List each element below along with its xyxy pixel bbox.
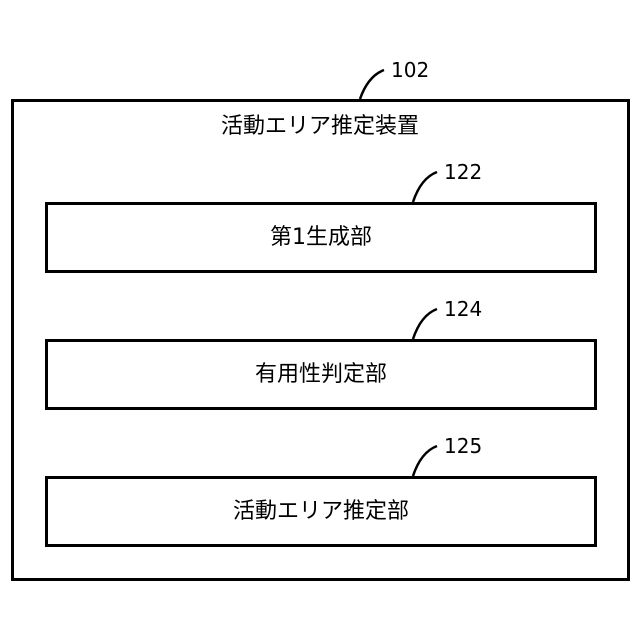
device-ref-number: 102 [391, 60, 429, 80]
first-generation-unit-box: 第1生成部 [45, 202, 597, 273]
activity-area-estimation-unit-label: 活動エリア推定部 [233, 499, 409, 525]
unit-ref-number-124: 124 [444, 299, 482, 319]
usefulness-determination-unit-label: 有用性判定部 [255, 362, 387, 388]
unit-ref-number-122: 122 [444, 162, 482, 182]
usefulness-determination-unit-box: 有用性判定部 [45, 339, 597, 410]
unit-ref-number-125: 125 [444, 436, 482, 456]
device-title: 活動エリア推定装置 [0, 114, 640, 140]
leader-line-102 [360, 70, 384, 99]
activity-area-estimation-unit-box: 活動エリア推定部 [45, 476, 597, 547]
first-generation-unit-label: 第1生成部 [270, 225, 372, 251]
